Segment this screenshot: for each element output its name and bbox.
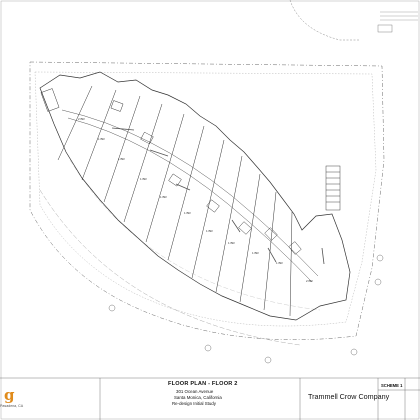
stair-core-left: [40, 88, 60, 112]
unit-fixtures: [110, 100, 302, 255]
stair-core: [325, 165, 341, 211]
unit-label: 1 BR: [252, 251, 260, 255]
address-line-2: Santa Monica, California: [174, 395, 222, 400]
unit-label: 1 BR: [160, 195, 168, 199]
site-curve: [289, 0, 360, 41]
grid-bubbles: [108, 254, 384, 364]
unit-label: 1 BR: [184, 211, 192, 215]
unit-label: 1 BR: [140, 177, 148, 181]
address-line-3: Re-design Initial Study: [172, 401, 216, 406]
scheme-label: SCHEME 1: [381, 383, 403, 388]
setback-line: [34, 71, 377, 327]
unit-label: 1 BR: [228, 241, 236, 245]
corridor-line: [61, 109, 319, 277]
address-line-1: 301 Ocean Avenue: [176, 389, 214, 394]
unit-label: 1 BR: [276, 261, 284, 265]
unit-walls: [57, 85, 293, 317]
unit-label: 1 BR: [98, 137, 106, 141]
corridor-line-2: [67, 117, 313, 283]
architect-location: Pasadena, CA: [0, 404, 24, 408]
architect-logo: g: [4, 386, 15, 404]
unit-label: 1 BR: [118, 157, 126, 161]
drawing-title: FLOOR PLAN - FLOOR 2: [168, 381, 238, 387]
client-name: Trammell Crow Company: [308, 392, 390, 401]
unit-label: 1 BR: [206, 229, 214, 233]
balcony-bars: [111, 127, 325, 265]
unit-label: 2 BR: [306, 279, 314, 283]
title-block-frame: [0, 377, 420, 420]
property-line: [29, 61, 385, 340]
unit-label: 2 BR: [78, 117, 86, 121]
grid-arc-outer: [39, 189, 301, 346]
grid-arc-inner: [69, 159, 321, 311]
building-outline: [39, 71, 351, 321]
note-block: [377, 11, 418, 33]
